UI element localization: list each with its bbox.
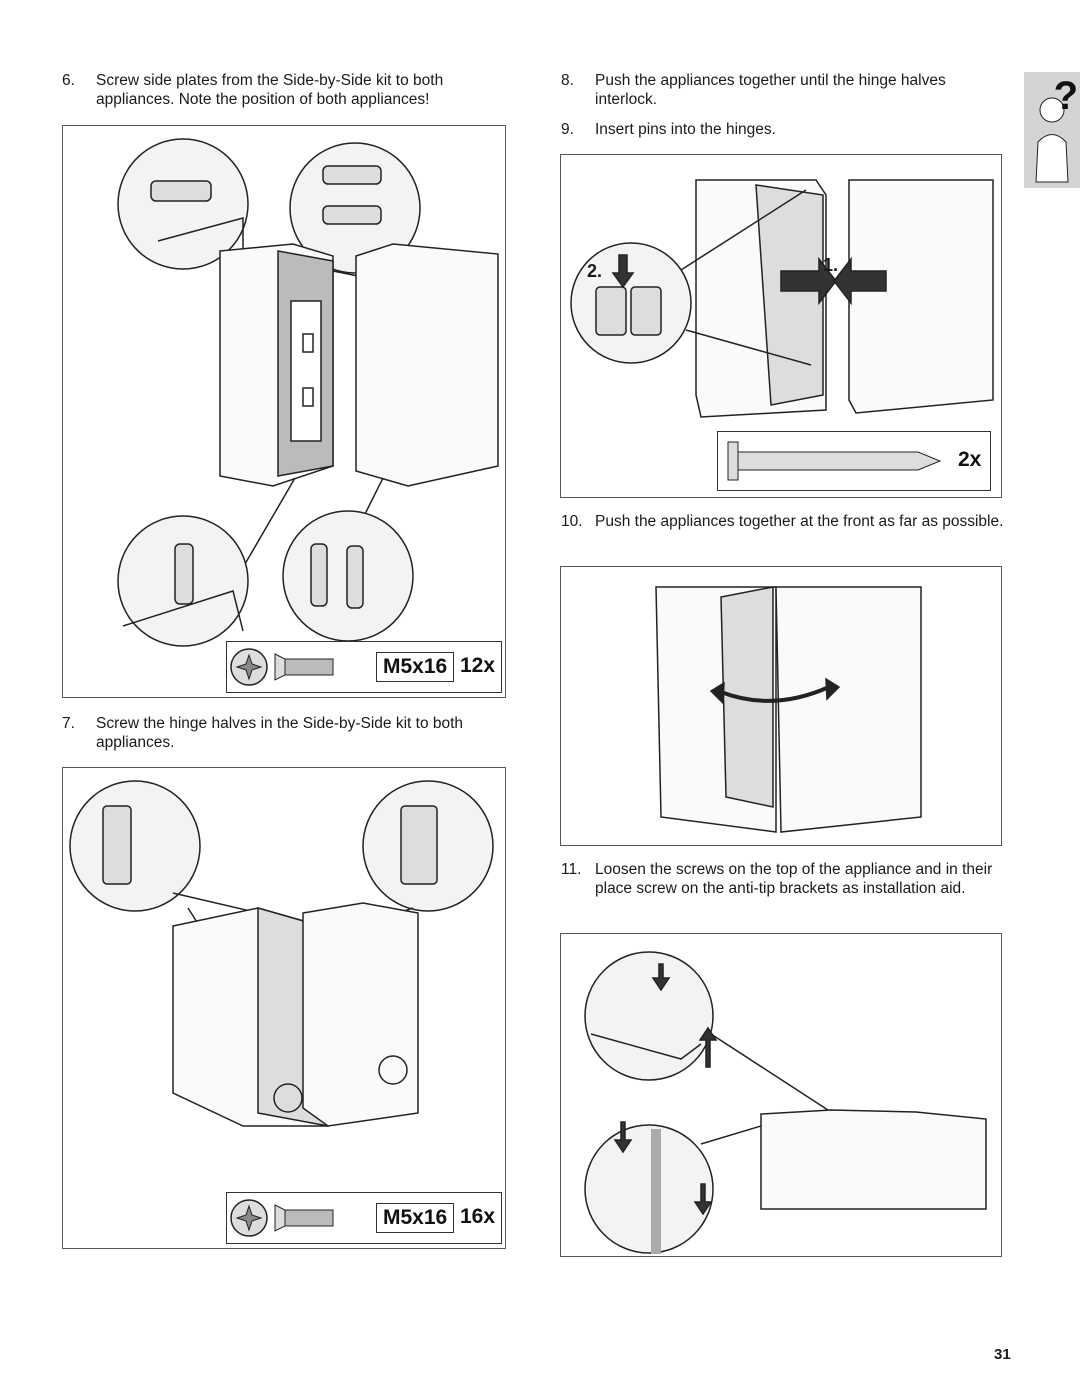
step-text: Push the appliances together until the h… [595,72,946,108]
step-8: 8. Push the appliances together until th… [561,71,1011,109]
screw-spec-box: M5x16 12x [226,641,502,693]
screw-quantity-label: 12x [460,654,496,677]
step-9: 9. Insert pins into the hinges. [561,120,1011,139]
torx-screw-icon [230,1199,334,1237]
step-text: Screw side plates from the Side-by-Side … [96,72,444,108]
step-number: 7. [62,715,75,732]
pin-spec-box: 2x [717,431,991,491]
step-7: 7. Screw the hinge halves in the Side-by… [62,714,522,752]
step-text: Insert pins into the hinges. [595,121,776,138]
help-tab: ? [1024,72,1080,188]
torx-screw-icon [230,648,334,686]
step-6: 6. Screw side plates from the Side-by-Si… [62,71,512,109]
step-number: 8. [561,72,574,89]
pin-quantity-label: 2x [958,448,982,471]
step-7-illustration: M5x16 16x [62,767,506,1249]
help-question-mark: ? [1053,74,1078,118]
step-text: Screw the hinge halves in the Side-by-Si… [96,715,464,751]
step-6-illustration: M5x16 12x [62,125,506,698]
page-number: 31 [994,1346,1011,1363]
step-label-2: 2. [587,261,603,281]
step-number: 6. [62,72,75,89]
screw-quantity-label: 16x [460,1205,496,1228]
step-11: 11. Loosen the screws on the top of the … [561,860,1011,898]
step-number: 11. [561,861,582,878]
screw-size-label: M5x16 [376,1203,455,1233]
step-10-illustration [560,566,1002,846]
screw-size-label: M5x16 [376,652,455,682]
step-text: Loosen the screws on the top of the appl… [595,861,993,897]
step-11-illustration [560,933,1002,1257]
screw-spec-box: M5x16 16x [226,1192,502,1244]
step-8-9-illustration: 2. 1. 2x [560,154,1002,498]
step-number: 10. [561,513,583,530]
help-person-icon [1035,97,1069,183]
step-text: Push the appliances together at the fron… [595,513,1004,530]
step-10: 10. Push the appliances together at the … [561,512,1011,531]
step-label-1: 1. [823,255,839,275]
step-number: 9. [561,121,574,138]
hinge-pin-icon [727,441,942,481]
